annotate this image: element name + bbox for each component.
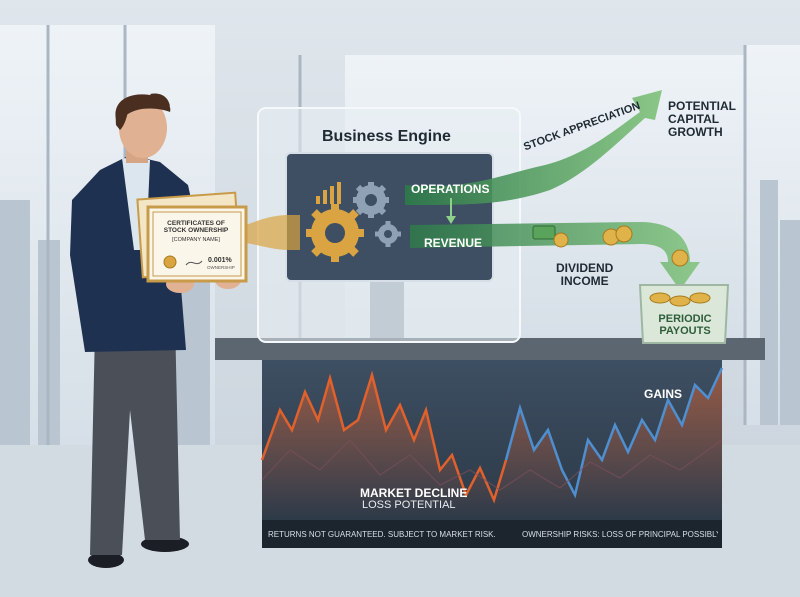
engine-title: Business Engine: [322, 128, 451, 145]
certificate-share: 0.001%: [208, 257, 232, 264]
growth-label-line1: POTENTIAL: [668, 99, 736, 113]
certificate-company: [COMPANY NAME]: [172, 237, 220, 243]
disclaimer-left: RETURNS NOT GUARANTEED. SUBJECT TO MARKE…: [268, 530, 496, 539]
loss-potential-label: LOSS POTENTIAL: [362, 499, 456, 511]
gains-line: [504, 367, 724, 499]
monitor-stand: [370, 280, 404, 338]
market-chart: [260, 367, 724, 520]
certificates-stack: [136, 191, 248, 283]
cash-icon: [532, 225, 556, 240]
payouts-label-line2: PAYOUTS: [659, 325, 711, 337]
seal-icon: [163, 255, 177, 269]
certificate-share-caption: OWNERSHIP: [207, 265, 235, 270]
disclaimer-right: OWNERSHIP RISKS: LOSS OF PRINCIPAL POSSI…: [522, 530, 718, 539]
left-shoe: [88, 552, 124, 568]
hair-top: [115, 94, 171, 120]
certificate-title-line1: CERTIFICATES OF: [167, 220, 225, 227]
gear-icon: [306, 204, 364, 262]
dividend-label-line2: INCOME: [560, 274, 609, 288]
revenue-label: REVENUE: [424, 236, 483, 250]
market-decline-label: MARKET DECLINE: [360, 486, 468, 500]
market-area-fill: [262, 368, 722, 520]
operations-label: OPERATIONS: [411, 182, 490, 196]
gear-icon: [375, 221, 401, 247]
growth-label-line2: CAPITAL: [668, 112, 720, 126]
trousers: [90, 320, 180, 555]
growth-flow-arrow: [405, 90, 662, 205]
payouts-label-line1: PERIODIC: [658, 313, 712, 325]
growth-label-line3: GROWTH: [668, 125, 723, 139]
signature-mark: [185, 260, 203, 266]
face: [119, 98, 167, 158]
mini-bar-chart-icon: [316, 182, 341, 204]
certificate-title-line2: STOCK OWNERSHIP: [163, 227, 229, 234]
coin-pile-icon: [649, 292, 711, 307]
gains-label: GAINS: [644, 387, 683, 401]
arrow-head-icon: [446, 216, 456, 224]
secondary-line: [261, 439, 723, 491]
gear-icon: [353, 182, 389, 218]
dividend-label-line1: DIVIDEND: [556, 261, 614, 275]
decline-line: [260, 370, 508, 504]
disclaimer-strip: [262, 520, 722, 548]
table-top: [215, 338, 765, 360]
